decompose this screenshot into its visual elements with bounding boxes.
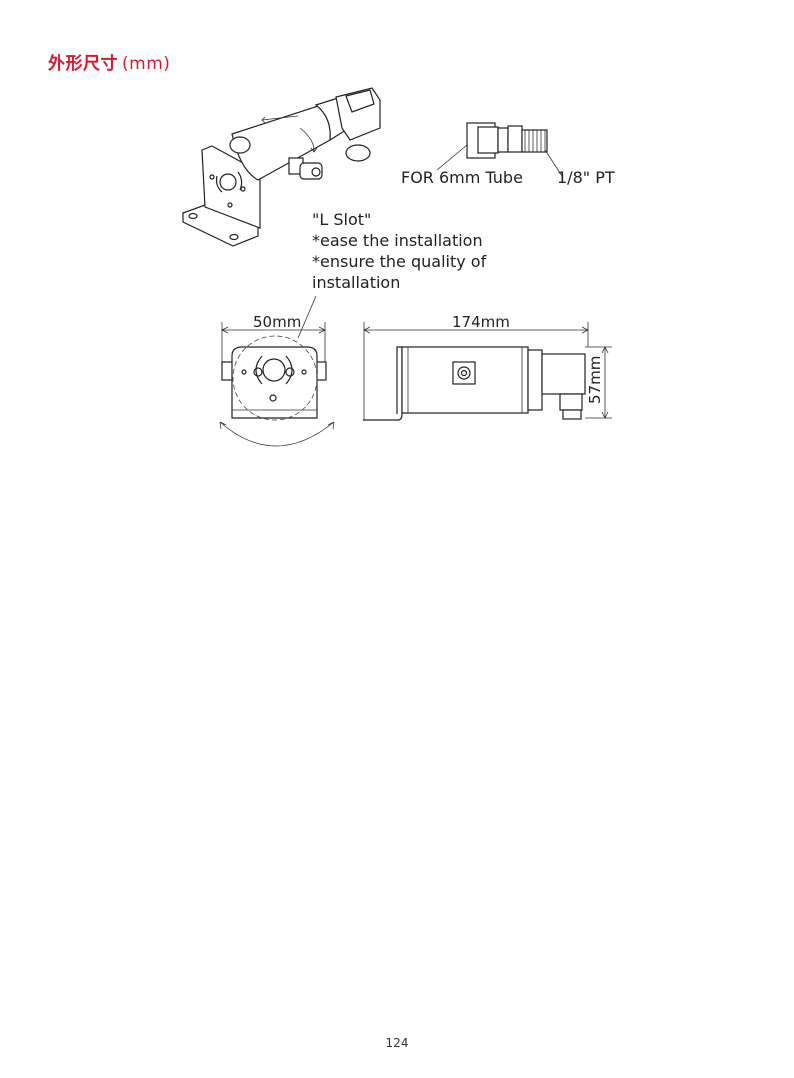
fitting-detail: FOR 6mm Tube 1/8" PT [401,122,615,187]
height-dimension: 57mm [586,356,604,404]
note-line: "L Slot" [312,210,371,229]
note-line: *ease the installation [312,231,483,250]
heading-title: 外形尺寸 [48,54,118,74]
page-number: 124 [385,1036,409,1050]
heading-unit: (mm) [122,54,171,74]
length-dimension: 174mm [452,313,510,331]
front-view: 50mm [219,313,335,447]
thread-label: 1/8" PT [557,168,615,187]
note-line: installation [312,273,400,292]
fitting-label: FOR 6mm Tube [401,168,523,187]
side-view: 174mm 57mm [363,313,612,421]
connector-box [335,87,381,141]
section-heading: 外形尺寸(mm) [48,49,170,74]
l-slot-note: "L Slot" *ease the installation *ensure … [297,210,487,339]
width-dimension: 50mm [253,313,301,331]
isometric-sensor-view [182,87,381,247]
note-line: *ensure the quality of [312,252,487,271]
